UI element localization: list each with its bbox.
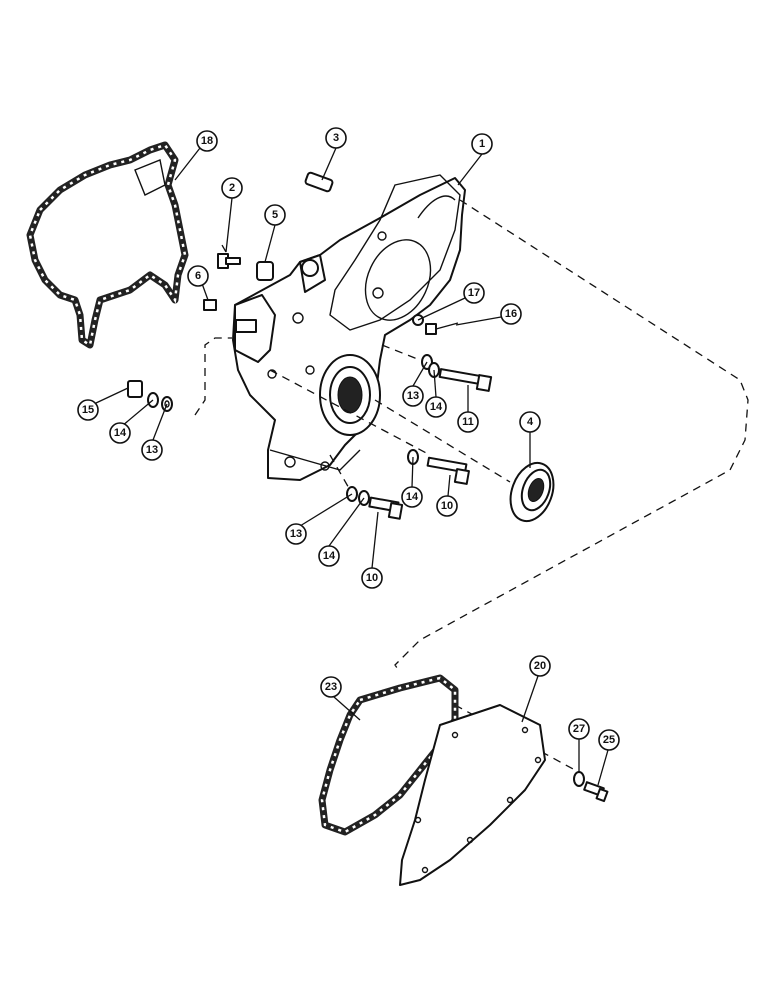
- dowel-5: [256, 261, 274, 281]
- nut-15: [127, 380, 143, 398]
- callout-18-label: 18: [201, 135, 213, 147]
- callout-15: 15: [77, 399, 99, 421]
- callout-10-upper: 10: [436, 495, 458, 517]
- callout-25-label: 25: [603, 734, 615, 746]
- timing-cover-housing: [232, 174, 466, 481]
- callout-10-lower: 10: [361, 567, 383, 589]
- callout-14-upper-label: 14: [406, 491, 419, 503]
- callout-14-upper: 14: [401, 486, 423, 508]
- callout-11-label: 11: [462, 416, 474, 428]
- bolt-11: [438, 368, 493, 392]
- callout-11: 11: [457, 411, 479, 433]
- washer-27: [573, 771, 585, 787]
- cover-plate-20: [399, 704, 546, 886]
- callout-14-lower: 14: [318, 545, 340, 567]
- callout-13-lower-label: 13: [290, 528, 302, 540]
- callout-18: 18: [196, 130, 218, 152]
- bolt-10-lower: [368, 496, 404, 520]
- callout-6: 6: [187, 265, 209, 287]
- bolt-16: [425, 322, 459, 335]
- callout-16-label: 16: [505, 308, 517, 320]
- callout-23: 23: [320, 676, 342, 698]
- callout-13-left-label: 13: [146, 444, 158, 456]
- callout-1: 1: [471, 133, 493, 155]
- callout-20-label: 20: [534, 660, 546, 672]
- callout-3: 3: [325, 127, 347, 149]
- callout-10-lower-label: 10: [366, 572, 378, 584]
- callout-16: 16: [500, 303, 522, 325]
- bolt-10-upper: [426, 456, 470, 485]
- callout-25: 25: [598, 729, 620, 751]
- callout-10-upper-label: 10: [441, 500, 453, 512]
- callout-15-label: 15: [82, 404, 94, 416]
- callout-13-mid: 13: [402, 385, 424, 407]
- callout-13-mid-label: 13: [407, 390, 419, 402]
- oil-seal-4: [509, 461, 555, 523]
- nut-6: [203, 299, 217, 311]
- callout-4-label: 4: [527, 416, 534, 428]
- callout-6-label: 6: [195, 270, 201, 282]
- leader-lines: [95, 147, 609, 786]
- callout-27: 27: [568, 718, 590, 740]
- callout-5-label: 5: [272, 209, 278, 221]
- callout-13-lower: 13: [285, 523, 307, 545]
- callout-14-mid-label: 14: [430, 401, 443, 413]
- stud-3: [304, 171, 334, 193]
- callout-17: 17: [463, 282, 485, 304]
- callout-2-label: 2: [229, 182, 235, 194]
- callout-1-label: 1: [479, 138, 485, 150]
- callout-14-mid: 14: [425, 396, 447, 418]
- callout-23-label: 23: [325, 681, 337, 693]
- bolt-2: [217, 253, 241, 269]
- callout-14-lower-label: 14: [323, 550, 336, 562]
- callout-13-left: 13: [141, 439, 163, 461]
- callout-2: 2: [221, 177, 243, 199]
- gasket-18: [26, 141, 189, 349]
- callout-5: 5: [264, 204, 286, 226]
- alignment-dashes: [194, 199, 749, 771]
- bolt-25: [583, 781, 609, 803]
- callout-4: 4: [519, 411, 541, 433]
- callout-17-label: 17: [468, 287, 480, 299]
- gasket-23: [318, 674, 459, 836]
- callout-3-label: 3: [333, 132, 339, 144]
- callout-20: 20: [529, 655, 551, 677]
- callout-27-label: 27: [573, 723, 585, 735]
- callout-14-left: 14: [109, 422, 131, 444]
- callout-14-left-label: 14: [114, 427, 127, 439]
